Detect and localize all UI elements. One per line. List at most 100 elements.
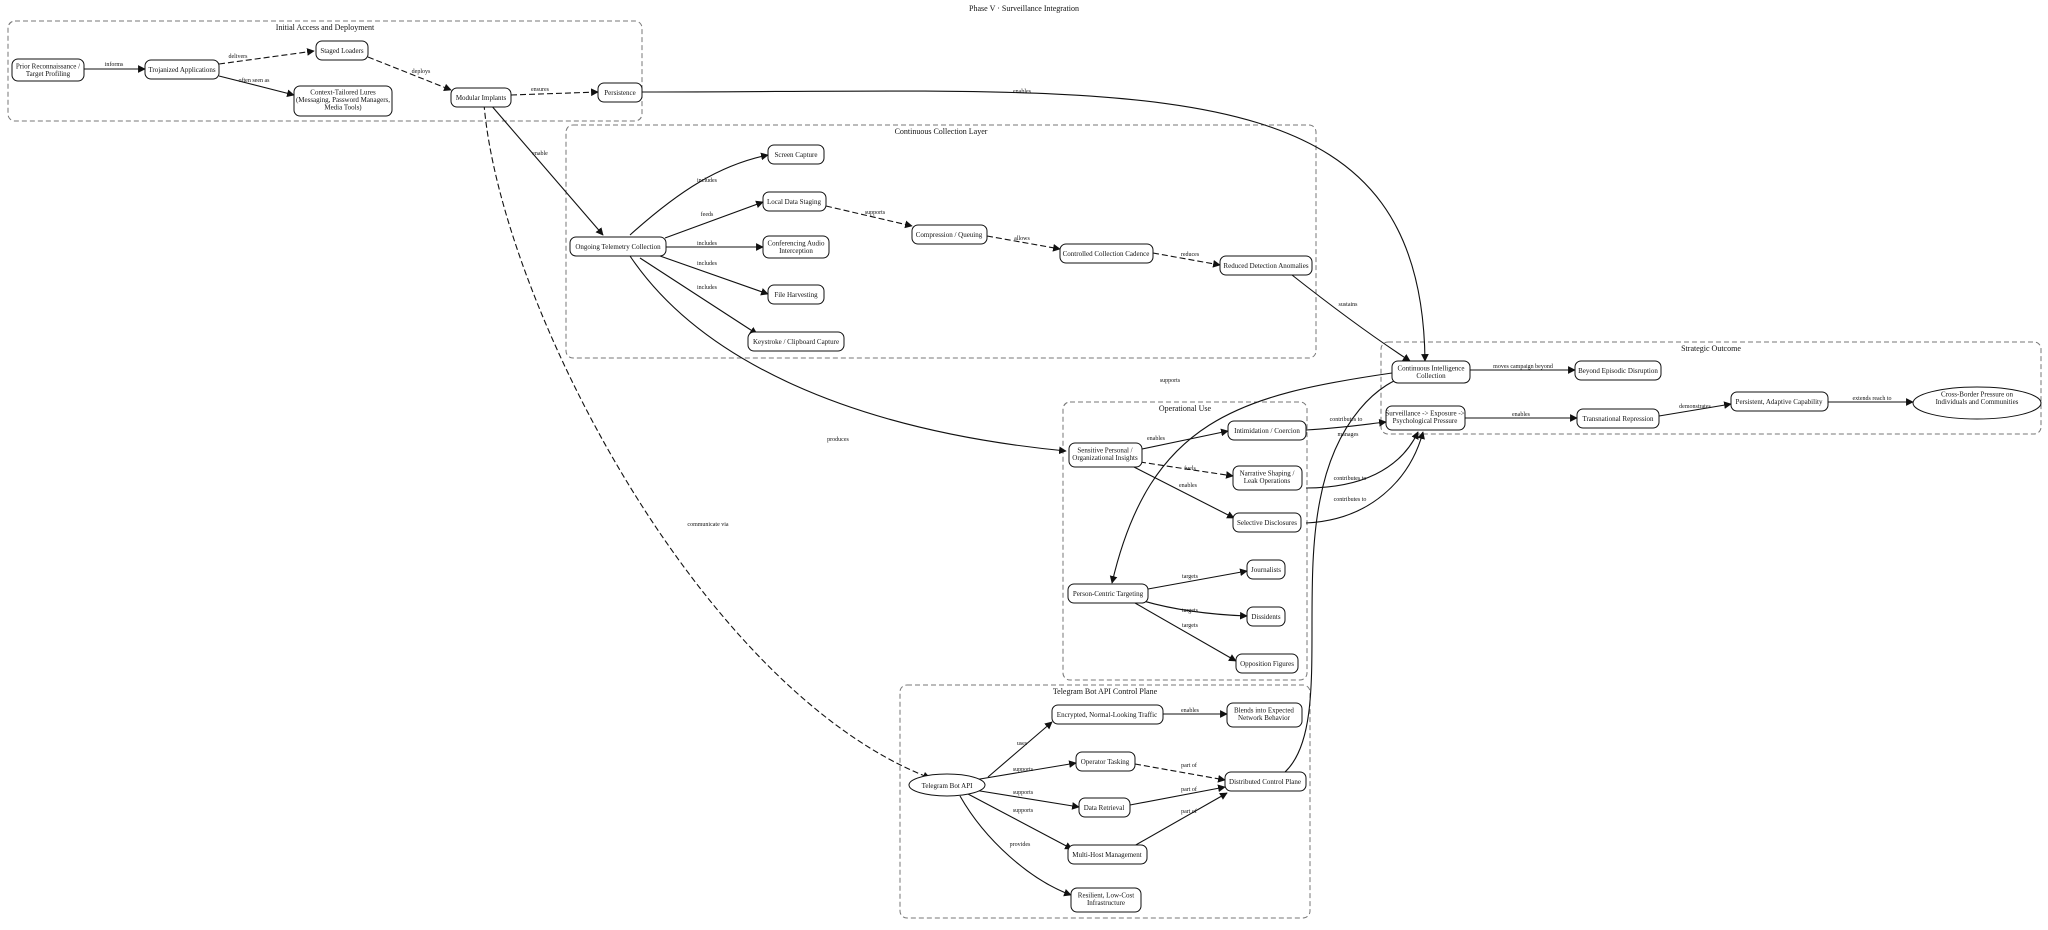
edge-often-seen-as: often seen as (218, 75, 295, 98)
node-modular-implants: Modular Implants (450, 87, 512, 108)
edge-label-contributes-intimidation: contributes to (1330, 417, 1363, 423)
cluster-operational-label: Operational Use (1159, 404, 1212, 413)
edge-enables-blends: enables (1163, 708, 1228, 718)
edge-label-moves-campaign-beyond: moves campaign beyond (1493, 364, 1553, 370)
edge-label-allows: allows (1014, 236, 1030, 242)
node-reduced-detection-label: Reduced Detection Anomalies (1223, 262, 1308, 270)
edge-manages: manages (1284, 372, 1413, 773)
edge-label-includes-screen: includes (697, 178, 718, 184)
node-ongoing-telemetry-label: Ongoing Telemetry Collection (575, 243, 661, 251)
edge-includes-audio: includes (666, 241, 764, 251)
node-persistent-capability-label: Persistent, Adaptive Capability (1736, 398, 1823, 406)
node-intimidation: Intimidation / Coercion (1227, 420, 1307, 441)
edge-label-contributes-narrative: contributes to (1334, 476, 1367, 482)
node-controlled-cadence-label: Controlled Collection Cadence (1063, 250, 1150, 258)
node-local-staging: Local Data Staging (762, 191, 827, 212)
edge-supports-compression: supports (825, 205, 913, 229)
node-opposition-label: Opposition Figures (1240, 660, 1294, 668)
edge-deploys: deploys (367, 56, 452, 92)
edge-part-of-operator: part of (1134, 762, 1226, 783)
node-distributed-plane-label: Distributed Control Plane (1229, 778, 1301, 786)
node-compression-label: Compression / Queuing (916, 231, 983, 239)
edge-label-reduces: reduces (1181, 252, 1200, 258)
node-sensitive-insights: Sensitive Personal /Organizational Insig… (1068, 442, 1143, 468)
edge-label-part-of-operator: part of (1181, 762, 1197, 769)
edge-contributes-intimidation: contributes to (1305, 417, 1387, 431)
node-prior-recon-label: Prior Reconnaissance /Target Profiling (16, 62, 80, 78)
edge-label-informs: informs (105, 61, 124, 68)
node-telegram-api: Telegram Bot API (908, 773, 986, 797)
edge-enables-disclosures: enables (1129, 464, 1235, 519)
edge-supports-targeting: supports (1109, 372, 1393, 584)
node-trojanized: Trojanized Applications (144, 59, 220, 80)
edge-sustains: sustains (1291, 274, 1411, 362)
node-journalists-label: Journalists (1251, 566, 1281, 574)
node-beyond-disruption: Beyond Episodic Disruption (1574, 360, 1662, 381)
edge-part-of-retrieval: part of (1129, 784, 1226, 806)
edge-informs: informs (83, 61, 146, 73)
node-encrypted-traffic-label: Encrypted, Normal-Looking Traffic (1057, 711, 1157, 719)
edge-label-part-of-retrieval: part of (1181, 786, 1197, 793)
edge-extends-reach: extends reach to (1828, 396, 1914, 406)
node-screen-capture-label: Screen Capture (775, 151, 818, 159)
edge-supports-retrieval: supports (973, 789, 1080, 810)
edge-allows: allows (986, 235, 1061, 252)
edge-targets-opposition: targets (1134, 602, 1237, 662)
edge-label-targets-dissidents: targets (1182, 608, 1199, 614)
edge-includes-file: includes (659, 255, 769, 296)
edge-label-persistence-enables: enables (1013, 89, 1032, 95)
node-opposition: Opposition Figures (1235, 653, 1299, 674)
node-operator-tasking: Operator Tasking (1075, 751, 1136, 772)
node-telegram-api-label: Telegram Bot API (922, 782, 974, 790)
edge-persistence-enables: enables (641, 89, 1429, 362)
cluster-operational: Operational Use (1062, 401, 1308, 681)
edge-label-communicate-via: communicate via (687, 522, 728, 528)
edge-label-targets-opposition: targets (1182, 623, 1199, 629)
node-file-harvesting: File Harvesting (767, 284, 825, 305)
node-sensitive-insights-label: Sensitive Personal /Organizational Insig… (1072, 446, 1138, 462)
edge-label-demonstrates: demonstrates (1679, 404, 1711, 410)
edge-label-uses: uses (1017, 741, 1028, 747)
edge-label-feeds: feeds (701, 211, 714, 218)
edge-demonstrates: demonstrates (1658, 401, 1732, 417)
edge-label-delivers: delivers (229, 54, 249, 60)
edge-label-produces: produces (827, 437, 849, 443)
edge-label-extends-reach: extends reach to (1853, 396, 1892, 402)
edge-delivers: delivers (218, 48, 315, 65)
edge-moves-campaign-beyond: moves campaign beyond (1470, 364, 1576, 374)
edge-label-ensures: ensures (531, 87, 550, 93)
edge-label-includes-file: includes (697, 261, 718, 267)
node-local-staging-label: Local Data Staging (767, 198, 822, 206)
node-modular-implants-label: Modular Implants (456, 94, 507, 102)
edge-label-enable: enable (532, 151, 548, 157)
edge-communicate-via: communicate via (483, 103, 931, 780)
node-transnational-repression-label: Transnational Repression (1582, 415, 1654, 423)
node-ongoing-telemetry: Ongoing Telemetry Collection (569, 236, 667, 257)
node-screen-capture: Screen Capture (767, 144, 825, 165)
node-context-lures: Context-Tailored Lures(Messaging, Passwo… (293, 85, 393, 117)
cluster-collection-label: Continuous Collection Layer (895, 127, 988, 136)
node-trojanized-label: Trojanized Applications (148, 66, 215, 74)
edge-label-fuels: fuels (1184, 465, 1196, 472)
cluster-telegram: Telegram Bot API Control Plane (899, 684, 1311, 919)
node-reduced-detection: Reduced Detection Anomalies (1219, 255, 1313, 276)
diagram-title: Phase V · Surveillance Integration (969, 4, 1079, 13)
node-selective-disclosures-label: Selective Disclosures (1237, 519, 1297, 527)
edge-supports-operator: supports (973, 760, 1077, 781)
node-narrative-shaping: Narrative Shaping /Leak Operations (1232, 465, 1303, 491)
node-multi-host: Multi-Host Management (1067, 844, 1148, 865)
edge-label-supports-compression: supports (865, 210, 886, 216)
edge-ensures: ensures (510, 87, 599, 97)
node-data-retrieval: Data Retrieval (1078, 797, 1131, 818)
edge-targets-dissidents: targets (1139, 599, 1248, 620)
